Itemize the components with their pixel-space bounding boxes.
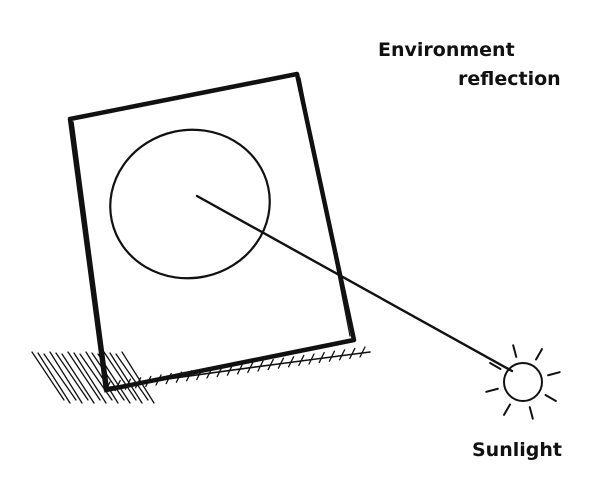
light-ray <box>195 194 514 373</box>
environment-reflection-label-line1: Environment <box>378 39 515 61</box>
tilted-panel <box>67 71 357 393</box>
sunlight-label: Sunlight <box>472 439 562 461</box>
hatch-stroke <box>115 353 149 401</box>
hatch-stroke <box>31 351 65 401</box>
panel-sketch-stroke <box>299 77 351 337</box>
hatch-stroke <box>91 352 125 401</box>
hatch-stroke <box>43 353 77 401</box>
hatch-stroke <box>121 351 155 404</box>
sun-rays <box>485 344 561 420</box>
sun-ray <box>503 403 511 416</box>
hatch-stroke <box>73 352 107 404</box>
sun-ray <box>535 348 543 361</box>
hatch-stroke <box>49 351 83 404</box>
sun-ray <box>528 406 534 420</box>
hatch-stroke <box>349 347 356 360</box>
environment-reflection-label-line2: reflection <box>458 68 561 90</box>
hatch-stroke <box>79 353 113 401</box>
sun-icon <box>503 362 543 402</box>
sun-ray <box>544 394 557 402</box>
hatch-stroke <box>37 352 71 404</box>
hatch-stroke <box>103 351 137 401</box>
hatch-stroke <box>359 346 366 358</box>
sun-ray <box>547 371 561 377</box>
hatch-stroke <box>67 351 101 401</box>
hatch-stroke <box>55 352 89 401</box>
hatch-stroke <box>61 353 95 404</box>
sun-ray <box>512 344 518 358</box>
hatch-stroke <box>85 351 119 404</box>
hatch-stroke <box>109 352 143 404</box>
reflection-circle <box>109 128 271 280</box>
panel-sketch-stroke <box>72 121 109 387</box>
sun-ray <box>489 362 502 370</box>
sun-ray <box>485 387 499 393</box>
